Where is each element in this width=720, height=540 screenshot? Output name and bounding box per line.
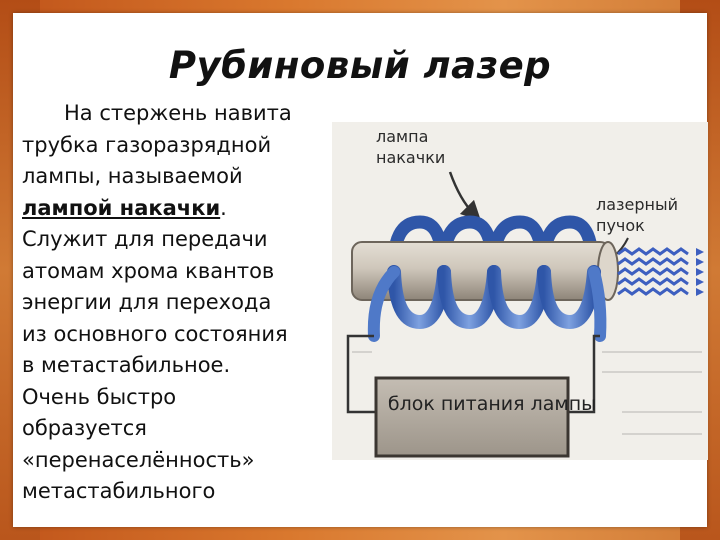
- body-line: из основного состояния: [22, 321, 288, 346]
- power-supply-block: [374, 376, 570, 458]
- coil-lead-left: [367, 266, 400, 342]
- body-line: На стержень навита: [64, 101, 292, 125]
- slide-title: Рубиновый лазер: [168, 44, 552, 87]
- slide-body-text: На стержень навита трубка газоразрядной …: [22, 98, 334, 508]
- background-print-lines: [352, 351, 702, 435]
- body-line: Служит для передачи: [22, 227, 268, 251]
- label-power-supply: блок питания лампы: [387, 393, 597, 415]
- label-pump-lamp: лампа накачки: [376, 127, 446, 167]
- body-line: «перенаселённость»: [22, 447, 255, 472]
- wire-right: [568, 334, 600, 414]
- wire-left: [346, 334, 376, 414]
- body-line: энергии для перехода: [22, 290, 272, 314]
- punctuation: .: [220, 195, 227, 220]
- body-line: в метастабильное.: [22, 353, 231, 377]
- body-line: образуется: [22, 416, 147, 440]
- body-line: трубка газоразрядной: [22, 132, 272, 157]
- coil-lead-right: [588, 266, 607, 342]
- laser-diagram-photo: лампа накачки лазерный пучок блок питани…: [332, 122, 708, 460]
- body-line-emphasis: лампой накачки.: [22, 193, 334, 225]
- laser-beam-arrowheads: [696, 248, 704, 296]
- term-pump-lamp: лампой накачки: [22, 195, 221, 220]
- laser-beam: [617, 247, 689, 296]
- label-laser-beam: лазерный пучок: [596, 195, 679, 235]
- pointer-arrow-lamp: [448, 171, 482, 222]
- body-line: метастабильного: [22, 479, 216, 503]
- coil-front-turns: [387, 265, 601, 330]
- laser-diagram-drawing: [346, 171, 704, 458]
- body-line: Очень быстро: [22, 384, 177, 409]
- body-line: лампы, называемой: [22, 164, 243, 188]
- body-line: атомам хрома квантов: [22, 258, 275, 283]
